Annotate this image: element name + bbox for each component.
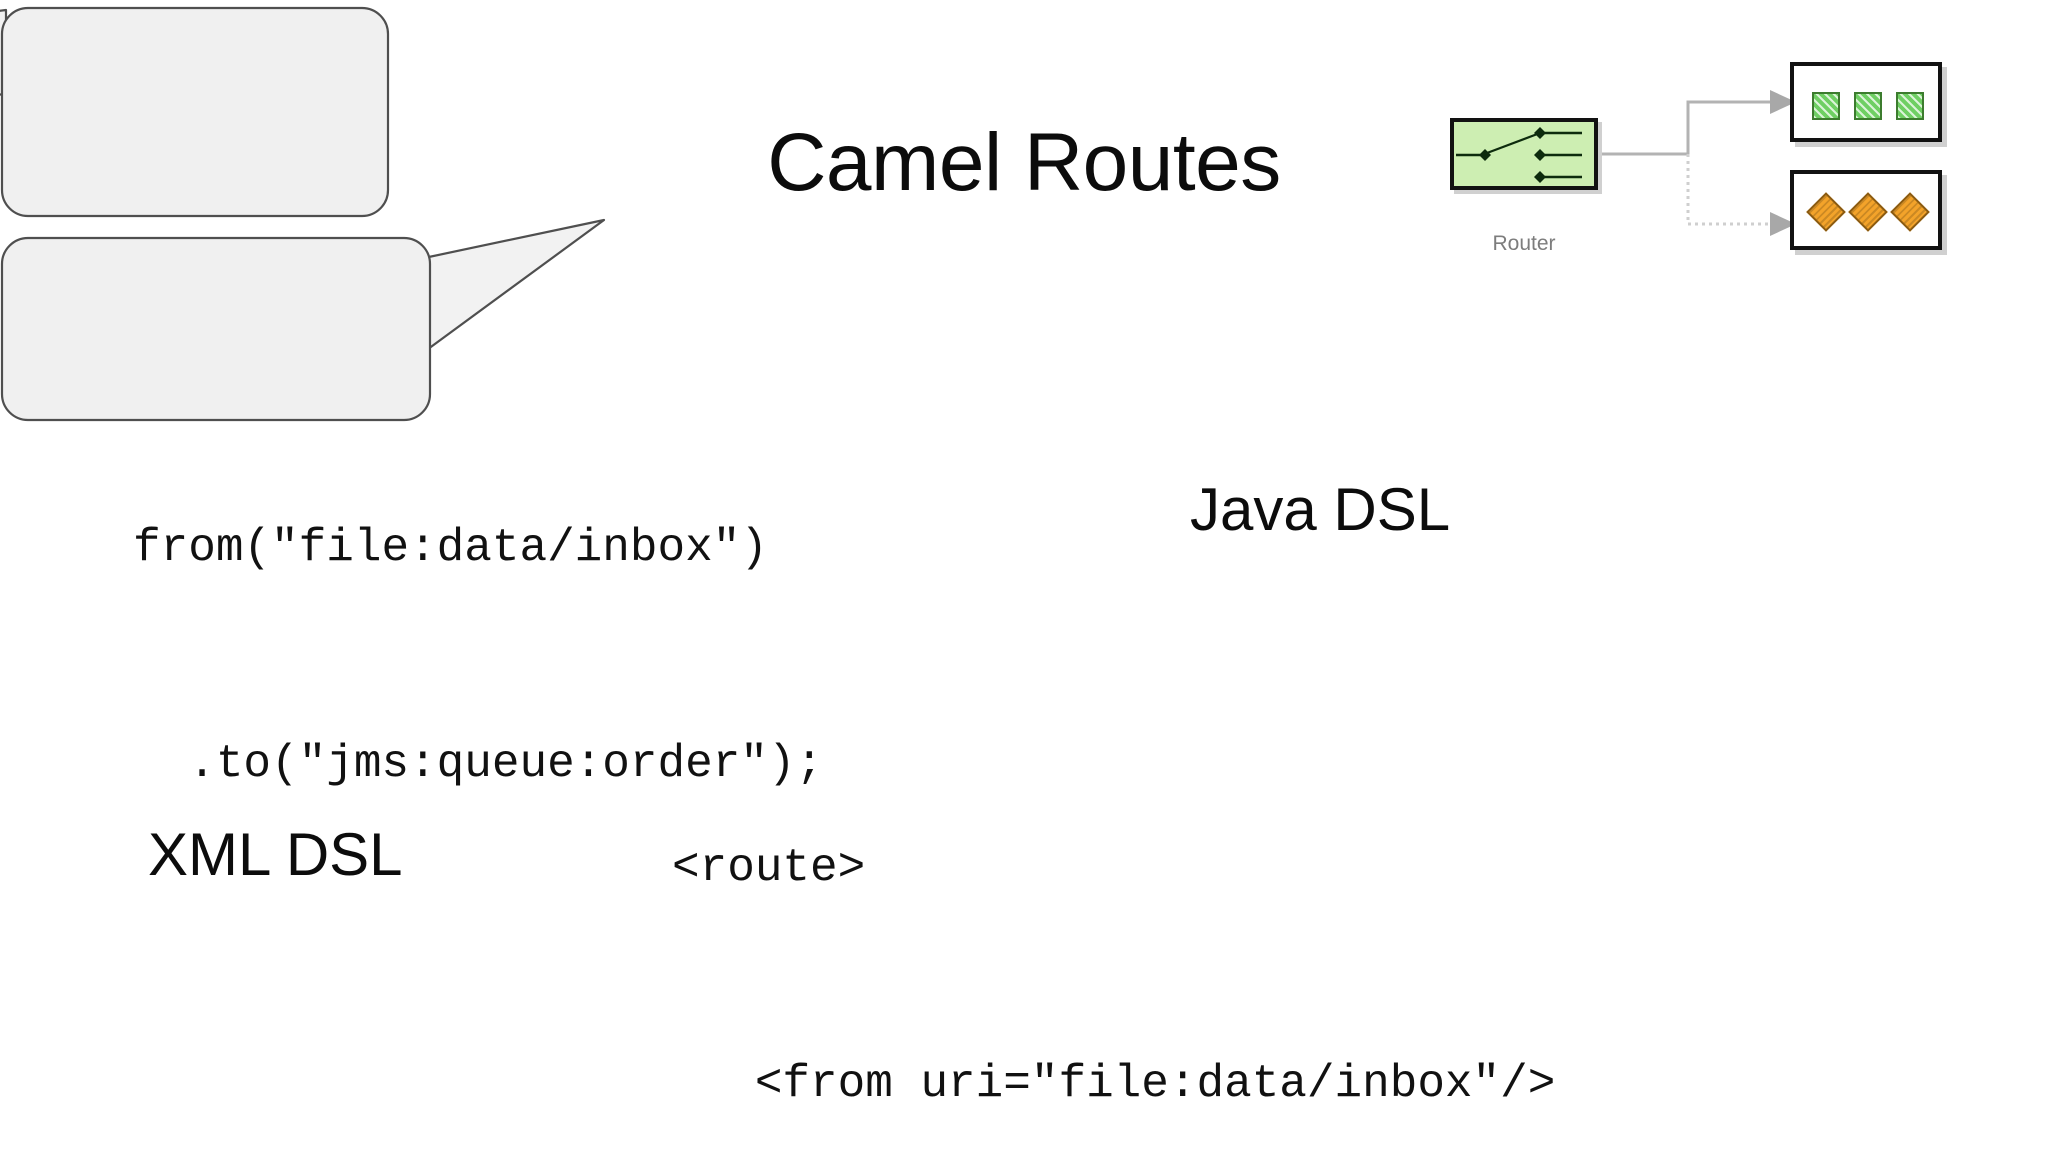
java-dsl-code: from("file:data/inbox") .to("jms:queue:o… [133,368,823,944]
router-switch-icon [1456,127,1582,183]
orange-message-diamond [1890,192,1930,232]
green-message-chip [1854,92,1882,120]
router-connectors [1602,90,1796,236]
java-dsl-callout-shape [0,6,390,218]
java-dsl-code-line: from("file:data/inbox") [133,522,768,574]
xml-dsl-code-line: <from uri="file:data/inbox"/> [672,1058,1556,1110]
router-diagram: Router [1430,60,2010,280]
xml-dsl-callout-shape [0,218,606,422]
xml-dsl-code-line: <route> [672,842,866,894]
xml-dsl-callout[interactable] [0,218,620,430]
green-message-chip [1896,92,1924,120]
xml-dsl-code: <route> <from uri="file:data/inbox"/> <t… [672,688,1555,1152]
java-dsl-callout[interactable] [0,0,400,230]
xml-dsl-callout-label: XML DSL [148,821,403,888]
orange-message-box [1790,170,1942,250]
green-message-box [1790,62,1942,142]
java-dsl-code-line: .to("jms:queue:order"); [133,738,824,790]
orange-message-diamond [1806,192,1846,232]
router-label: Router [1492,232,1556,255]
router-box [1450,118,1598,190]
page-title: Camel Routes [767,117,1281,208]
green-message-chip [1812,92,1840,120]
java-dsl-callout-label: Java DSL [1190,476,1451,543]
orange-message-diamond [1848,192,1888,232]
